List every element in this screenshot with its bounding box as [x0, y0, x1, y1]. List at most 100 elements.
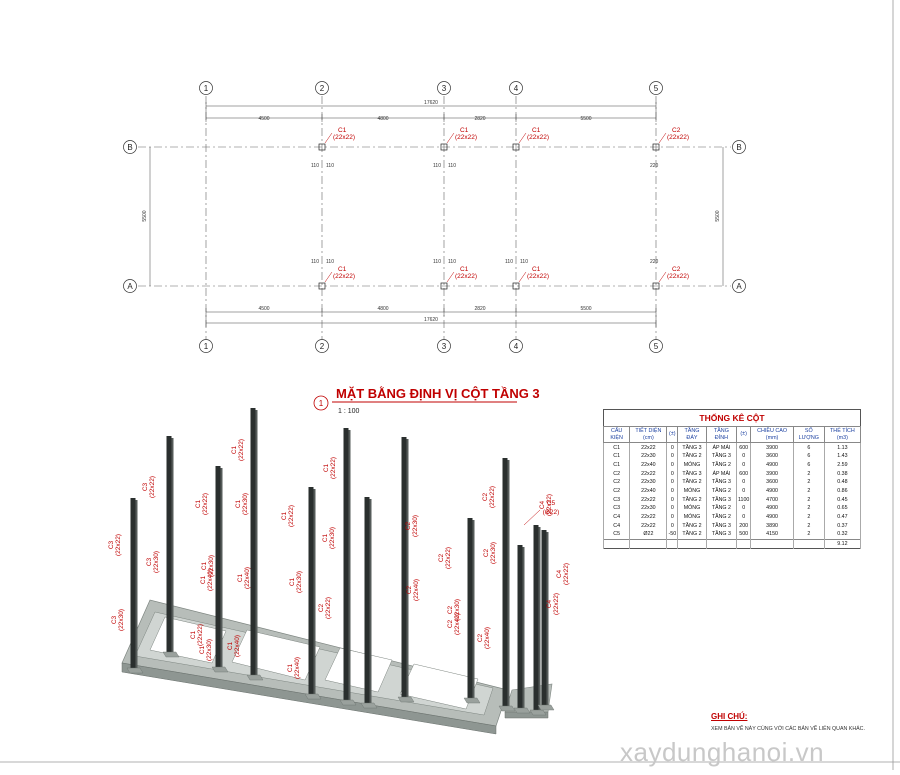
table-cell-empty [677, 538, 707, 549]
table-cell: TẦNG 2 [705, 460, 737, 470]
table-cell: 500 [735, 530, 752, 540]
column-label-name: C2 [672, 266, 681, 273]
iso-column-label: C1(22x40) [287, 657, 301, 679]
offset-dim: 110 [448, 163, 456, 169]
column-footing [360, 702, 378, 709]
grid-letter: B [127, 143, 132, 152]
table-header: TẦNG ĐÁY [677, 425, 707, 444]
table-cell: 0 [735, 460, 752, 470]
iso-column-side [348, 430, 351, 700]
grid-bubble [509, 339, 523, 353]
dim-segment-1-bottom: 4500 [258, 306, 269, 312]
table-cell: 0 [666, 486, 679, 496]
iso-label-size: (22x30) [206, 639, 213, 661]
table-cell: 0.45 [823, 495, 862, 504]
table-cell: MÓNG [677, 504, 707, 513]
offset-dim: 110 [311, 163, 319, 169]
grid-number: 1 [204, 342, 209, 351]
iso-label-name: C5 [547, 500, 556, 507]
iso-column [401, 437, 407, 697]
iso-column-label: C1(22x22) [323, 457, 337, 479]
iso-column-label: C1(22x22) [231, 439, 245, 461]
column-footing [529, 709, 547, 716]
table-cell: TẦNG 2 [705, 486, 737, 496]
table-cell: 4700 [750, 495, 794, 504]
table-cell-empty [666, 538, 679, 549]
iso-label-size: (22x22) [202, 493, 209, 515]
iso-label-name: C2 [477, 633, 484, 642]
iso-column-side [406, 439, 409, 697]
dimension-lines-side [149, 147, 724, 286]
iso-column-side [171, 438, 174, 652]
iso-column-side [369, 499, 372, 703]
table-cell: 1100 [735, 495, 752, 504]
table-cell-empty [629, 538, 668, 549]
notes-text: XEM BẢN VẼ NÀY CÙNG VỚI CÁC BẢN VẼ LIÊN … [711, 726, 865, 732]
iso-label-size: (22x30) [412, 515, 419, 537]
grid-number: 5 [654, 84, 659, 93]
table-cell: 0 [735, 451, 752, 461]
iso-column-label: C3(22x22) [108, 534, 122, 556]
table-cell: 2 [792, 512, 825, 522]
offset-dim: 110 [326, 163, 334, 169]
table-cell: 22x30 [629, 451, 668, 461]
iso-label-name: C3 [111, 615, 118, 624]
notes-title: GHI CHÚ: [711, 712, 748, 721]
iso-column-label: C2(22x30) [483, 542, 497, 564]
iso-label-size: (22x40) [207, 569, 214, 591]
table-cell: 600 [735, 442, 752, 452]
iso-label-name: C3 [142, 482, 149, 491]
iso-label-size: (22x30) [208, 555, 215, 577]
grid-bubble [123, 279, 137, 293]
label-leader [518, 271, 527, 283]
iso-label-size: (22x40) [454, 613, 461, 635]
iso-label-name: C4 [539, 500, 546, 509]
grid-bubble [315, 81, 329, 95]
table-cell: 0 [666, 451, 679, 461]
table-cell: TẦNG 2 [677, 495, 707, 504]
iso-column-label: C1(22x40) [227, 635, 241, 657]
ground-beam-frame [121, 599, 553, 735]
iso-label-size: (22x30) [490, 542, 497, 564]
iso-label-size: (22x40) [294, 657, 301, 679]
table-cell: TẦNG 3 [705, 451, 737, 461]
grid-bubble [509, 81, 523, 95]
iso-label-name: C4 [546, 599, 553, 608]
iso-label-name: C1 [289, 577, 296, 586]
table-cell: 22x40 [629, 486, 668, 496]
iso-column [130, 498, 136, 668]
dimension-lines-bottom [205, 308, 657, 327]
table-total-row: 9.12 [602, 538, 862, 549]
iso-label-size: (22x40) [244, 567, 251, 589]
iso-label-size: (22x22) [325, 597, 332, 619]
table-cell: MÓNG [677, 512, 707, 522]
table-cell: 4900 [750, 460, 794, 470]
table-cell: 4900 [750, 486, 794, 496]
watermark: xaydunghanoi.vn [620, 737, 824, 767]
iso-label-size: (22x40) [484, 627, 491, 649]
grid-number: 2 [320, 84, 325, 93]
iso-label-name: C1 [237, 573, 244, 582]
table-cell: C1 [602, 451, 631, 461]
iso-column-label: C3(22x30) [111, 609, 125, 631]
table-cell: C2 [602, 486, 631, 496]
table-cell: TẦNG 2 [677, 530, 707, 540]
grid-bubble [732, 279, 746, 293]
table-cell: 2 [792, 469, 825, 478]
notes-block: GHI CHÚ: XEM BẢN VẼ NÀY CÙNG VỚI CÁC BẢN… [711, 712, 891, 732]
dim-segment-3: 2820 [474, 116, 485, 122]
offset-dim: 110 [326, 259, 334, 265]
iso-column-label: C2(22x40) [447, 613, 461, 635]
table-cell: C2 [602, 469, 631, 478]
iso-column-label: C1(22x22) [195, 493, 209, 515]
table-cell: TẦNG 2 [705, 512, 737, 522]
iso-column [308, 487, 314, 694]
table-cell: TẦNG 3 [677, 442, 707, 452]
iso-label-name: C1 [323, 463, 330, 472]
table-cell: 600 [735, 469, 752, 478]
offset-dim: 220 [650, 163, 659, 169]
iso-column [343, 428, 349, 700]
